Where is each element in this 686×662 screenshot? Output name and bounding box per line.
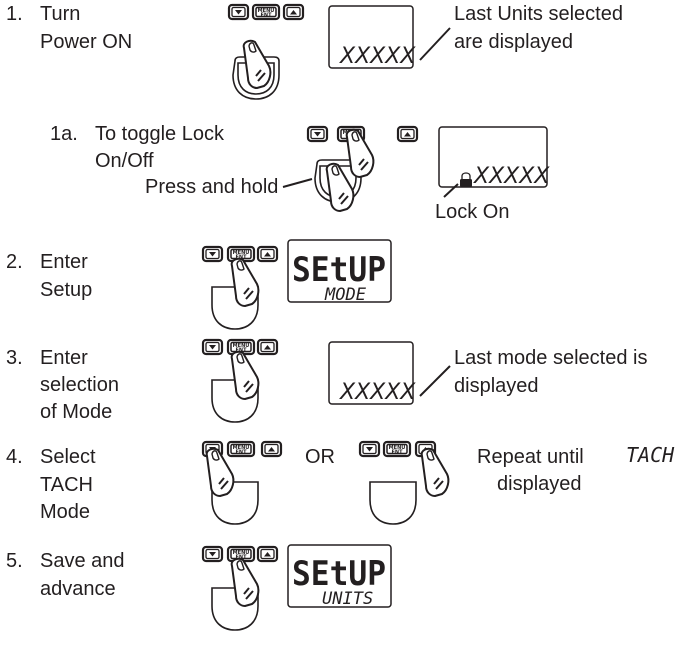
down-arrow-key-icon — [306, 125, 329, 143]
menu-enter-key-icon — [251, 3, 281, 21]
step-number: 2. — [6, 251, 23, 273]
down-arrow-key-icon — [201, 545, 224, 563]
step-number: 4. — [6, 446, 23, 468]
step-text-line: Select — [40, 446, 96, 468]
lcd-readout: XXXXX — [339, 44, 416, 69]
callout-text: Last Units selected — [454, 3, 623, 25]
finger-press-icon — [242, 39, 272, 89]
lcd-display — [287, 239, 392, 303]
repeat-text: Repeat until — [477, 446, 584, 468]
or-label: OR — [305, 446, 335, 468]
lcd-display — [438, 126, 548, 188]
up-arrow-key-icon — [282, 3, 305, 21]
step-1a: 1a. To toggle Lock On/Off Press and hold… — [50, 123, 550, 223]
step-text-line: Mode — [40, 501, 90, 523]
device-button-icon — [369, 481, 417, 525]
step-1: 1. Turn Power ON XXXXX Last Units select… — [6, 3, 623, 100]
step-text-line: On/Off — [95, 150, 154, 172]
callout-line — [419, 365, 451, 397]
callout-line — [419, 27, 451, 61]
finger-press-icon — [420, 447, 450, 497]
callout-text: are displayed — [454, 31, 573, 53]
step-text-line: Turn — [40, 3, 80, 25]
step-text-line: Enter — [40, 251, 88, 273]
lcd-display — [328, 341, 414, 405]
down-arrow-key-icon — [227, 3, 250, 21]
down-arrow-key-icon — [201, 245, 224, 263]
press-hold-label: Press and hold — [145, 176, 278, 198]
step-5: 5. Save and advance SEtUP UNITS — [6, 544, 392, 631]
step-text-line: of Mode — [40, 401, 112, 423]
lcd-display — [287, 544, 392, 608]
step-text-line: selection — [40, 374, 119, 396]
up-arrow-key-icon — [256, 545, 279, 563]
step-text-line: Setup — [40, 279, 92, 301]
callout-text: Last mode selected is — [454, 347, 647, 369]
up-arrow-key-icon — [256, 245, 279, 263]
menu-enter-key-icon — [382, 440, 412, 458]
repeat-value: TACH — [626, 443, 675, 467]
up-arrow-key-icon — [256, 338, 279, 356]
step-text-line: TACH — [40, 474, 93, 496]
step-3: 3. Enter selection of Mode XXXXX Last mo… — [6, 338, 647, 423]
step-text-line: Save and — [40, 550, 125, 572]
lcd-line2: MODE — [324, 285, 367, 305]
lock-icon — [460, 172, 472, 187]
step-4: 4. Select TACH Mode OR Repeat until TACH… — [6, 440, 675, 525]
step-text-line: Enter — [40, 347, 88, 369]
down-arrow-key-icon — [358, 440, 381, 458]
lcd-line1: SEtUP — [292, 250, 386, 290]
lcd-readout: XXXXX — [473, 164, 550, 189]
up-arrow-key-icon — [260, 440, 283, 458]
repeat-text: displayed — [497, 473, 582, 495]
lock-on-label: Lock On — [435, 201, 509, 223]
finger-press-icon — [230, 350, 260, 400]
step-number: 1. — [6, 3, 23, 25]
callout-line — [282, 178, 313, 188]
finger-press-icon — [230, 257, 260, 307]
finger-press-icon — [345, 128, 375, 178]
step-text-line: Power ON — [40, 31, 132, 53]
step-number: 1a. — [50, 123, 78, 145]
lcd-line1: SEtUP — [292, 554, 386, 594]
callout-text: displayed — [454, 375, 539, 397]
callout-line — [443, 183, 459, 198]
menu-enter-key-icon — [226, 440, 256, 458]
lcd-readout: XXXXX — [339, 380, 416, 405]
step-2: 2. Enter Setup SEtUP MODE — [6, 239, 392, 330]
finger-press-icon — [230, 557, 260, 607]
step-number: 5. — [6, 550, 23, 572]
lcd-line2: UNITS — [322, 589, 373, 609]
step-text-line: To toggle Lock — [95, 123, 225, 145]
step-text-line: advance — [40, 578, 116, 600]
up-arrow-key-icon — [396, 125, 419, 143]
step-number: 3. — [6, 347, 23, 369]
down-arrow-key-icon — [201, 338, 224, 356]
lcd-display — [328, 5, 414, 69]
